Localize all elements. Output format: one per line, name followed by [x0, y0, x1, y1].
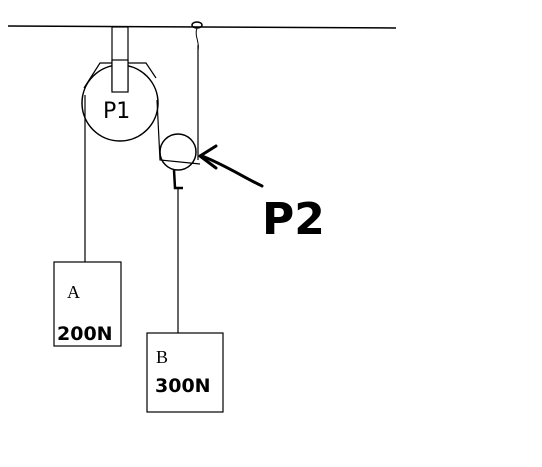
pulley2	[159, 133, 197, 171]
block-b-name: B	[156, 347, 168, 367]
pulley1-axle-housing	[111, 59, 129, 93]
pulley2-hanger	[172, 169, 183, 190]
pulley1-bracket-right	[128, 62, 157, 79]
p2-arrow-shaft	[200, 154, 264, 188]
rope-p1-to-p2	[156, 99, 201, 165]
pulley2-label: P2	[262, 194, 325, 245]
block-a-weight: 200N	[57, 323, 113, 345]
block-a	[53, 261, 122, 347]
block-a-name: A	[67, 282, 80, 302]
p2-arrow-head	[198, 144, 218, 170]
pulley1-label: P1	[103, 99, 130, 124]
ceiling-line	[7, 25, 397, 29]
block-b-weight: 300N	[155, 375, 211, 397]
block-b	[146, 332, 224, 413]
pulley1-bracket-left	[83, 62, 112, 89]
